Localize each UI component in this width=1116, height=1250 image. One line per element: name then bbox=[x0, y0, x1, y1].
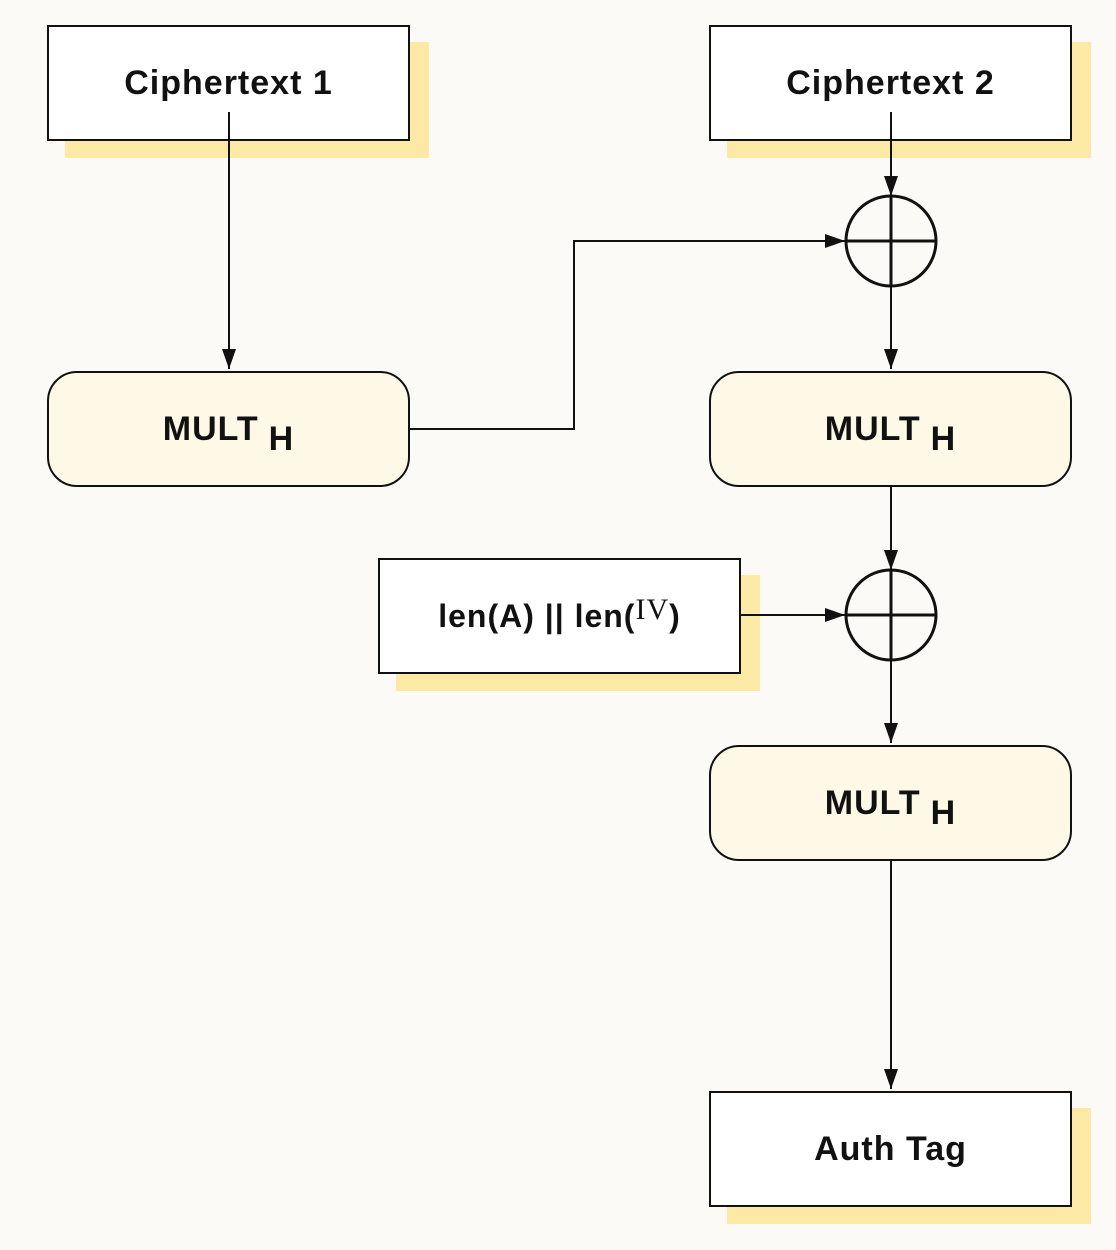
xor-node-1 bbox=[844, 194, 938, 288]
authtag-label: Auth Tag bbox=[814, 1129, 967, 1168]
ciphertext2-label: Ciphertext 2 bbox=[786, 63, 995, 102]
mult-label: MULT bbox=[824, 409, 921, 448]
authtag-box: Auth Tag bbox=[709, 1091, 1072, 1207]
len-iv: IV bbox=[635, 593, 670, 626]
xor-node-2 bbox=[844, 568, 938, 662]
mult-label: MULT bbox=[162, 409, 259, 448]
mult-sub: H bbox=[930, 793, 957, 832]
mult-sub: H bbox=[930, 419, 957, 458]
mult-label: MULT bbox=[824, 783, 921, 822]
len-box: len(A) || len(IV) bbox=[378, 558, 741, 674]
ciphertext1-label: Ciphertext 1 bbox=[124, 63, 333, 102]
len-suffix: ) bbox=[669, 597, 681, 634]
arrow-mult1-to-xor1 bbox=[410, 234, 845, 430]
len-prefix: len(A) || len( bbox=[438, 597, 636, 634]
mult-sub: H bbox=[268, 419, 295, 458]
